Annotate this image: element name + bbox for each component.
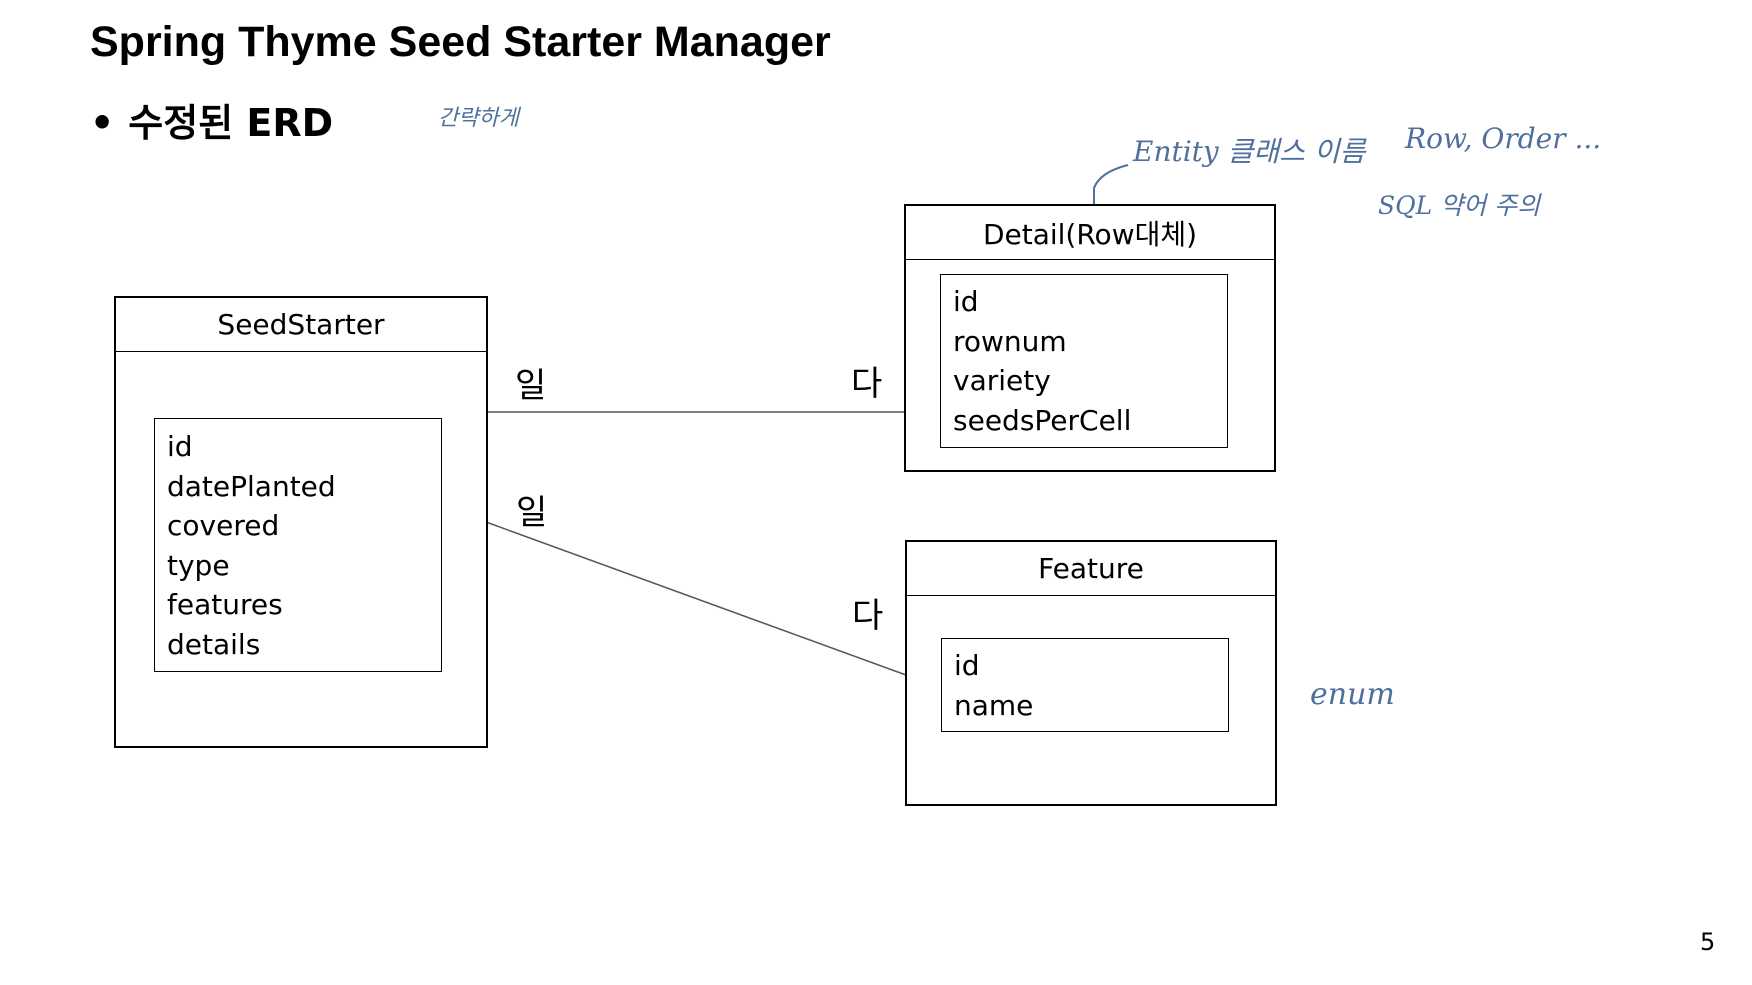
bullet-dot: •: [90, 101, 115, 145]
attribute: datePlanted: [167, 469, 336, 503]
note-row-order: Row, Order ...: [1405, 122, 1602, 155]
attribute: covered: [167, 509, 280, 542]
note-simply: 간략하게: [438, 106, 519, 131]
entity-seedstarter: SeedStarter id datePlanted covered type …: [114, 296, 488, 748]
bullet-text: 수정된 ERD: [128, 101, 334, 145]
entity-detail: Detail(Row대체) id rownum variety seedsPer…: [904, 204, 1276, 472]
attribute: rownum: [953, 324, 1067, 358]
attribute: id: [167, 430, 193, 463]
cardinality-one-feature: 일: [516, 493, 548, 533]
relation-line-feature: [485, 521, 907, 676]
entity-feature-attributes: id name: [941, 638, 1229, 732]
note-sql-reserved: SQL 약어 주의: [1378, 191, 1541, 220]
entity-feature-name: Feature: [907, 542, 1275, 596]
attribute: seedsPerCell: [953, 403, 1132, 437]
attribute: name: [954, 688, 1034, 722]
entity-detail-name: Detail(Row대체): [906, 206, 1274, 260]
attribute: details: [167, 627, 261, 661]
entity-seedstarter-attributes: id datePlanted covered type features det…: [154, 418, 442, 672]
cardinality-many-feature: 다: [852, 596, 884, 636]
page-number: 5: [1700, 928, 1716, 956]
annotation-pointer: [1093, 164, 1129, 212]
bullet-erd: • 수정된 ERD: [90, 92, 333, 147]
attribute: type: [167, 548, 230, 582]
cardinality-many-detail: 다: [851, 364, 883, 404]
attribute: features: [167, 588, 283, 621]
entity-feature: Feature id name: [905, 540, 1277, 806]
attribute: id: [954, 649, 980, 682]
attribute: variety: [953, 364, 1051, 397]
attribute: id: [953, 285, 979, 318]
note-enum: enum: [1310, 677, 1395, 712]
entity-detail-attributes: id rownum variety seedsPerCell: [940, 274, 1228, 448]
note-entity-class-name: Entity 클래스 이름: [1133, 135, 1366, 168]
slide-title: Spring Thyme Seed Starter Manager: [90, 18, 831, 66]
entity-seedstarter-name: SeedStarter: [116, 298, 486, 352]
cardinality-one-detail: 일: [515, 366, 547, 406]
